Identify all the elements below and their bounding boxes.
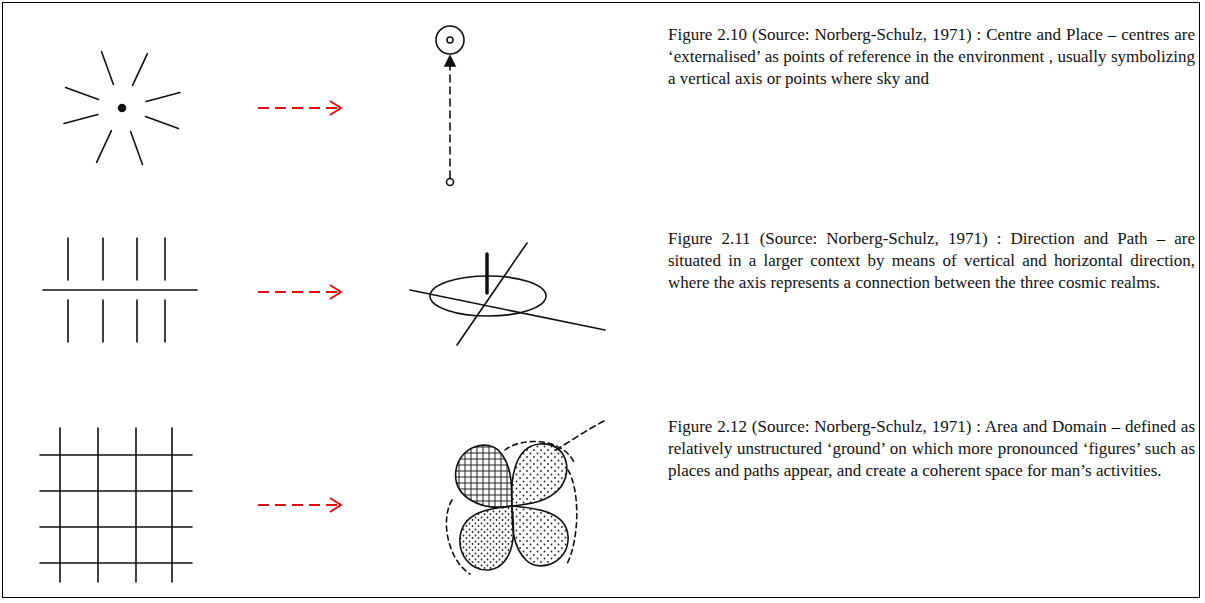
figure-caption: Figure 2.11 (Source: Norberg-Schulz, 197… xyxy=(668,228,1195,294)
figure-caption: Figure 2.12 (Source: Norberg-Schulz, 197… xyxy=(668,416,1195,482)
figure-caption: Figure 2.10 (Source: Norberg-Schulz, 197… xyxy=(668,24,1195,90)
